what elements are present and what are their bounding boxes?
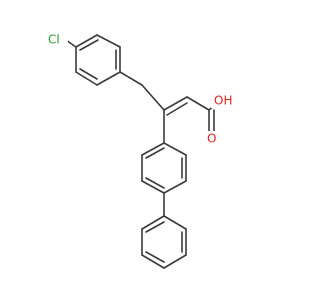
hydroxyl-label-bg [211, 94, 237, 108]
carbonyl-oxygen-atom-label: O [207, 132, 216, 146]
hydroxyl-atom-label: OH [214, 94, 232, 108]
bond [141, 180, 165, 194]
bond [163, 254, 187, 269]
bond [75, 34, 98, 48]
bond [163, 96, 188, 111]
bond [145, 177, 165, 189]
bond [141, 254, 165, 269]
bond-layer [65, 34, 217, 269]
bond [145, 251, 165, 263]
carbonyl-oxygen-label-bg [205, 131, 219, 145]
bond [166, 102, 188, 116]
bond [96, 71, 121, 86]
atom-label-layer: Cl OH O [46, 33, 237, 146]
bond [141, 142, 165, 156]
bond [163, 180, 187, 194]
bond [79, 39, 99, 51]
bond [75, 71, 98, 86]
bond [141, 84, 165, 111]
structure-diagram: Cl OH O [46, 32, 237, 269]
bond [163, 142, 187, 156]
chlorine-label-bg [46, 33, 68, 47]
bond [141, 215, 165, 230]
bond [163, 215, 187, 230]
bond [119, 71, 143, 86]
bond [145, 221, 165, 233]
bond [79, 68, 98, 80]
bond [96, 34, 121, 48]
bond [186, 96, 210, 111]
bond [145, 147, 165, 159]
chlorine-atom-label: Cl [48, 33, 60, 47]
